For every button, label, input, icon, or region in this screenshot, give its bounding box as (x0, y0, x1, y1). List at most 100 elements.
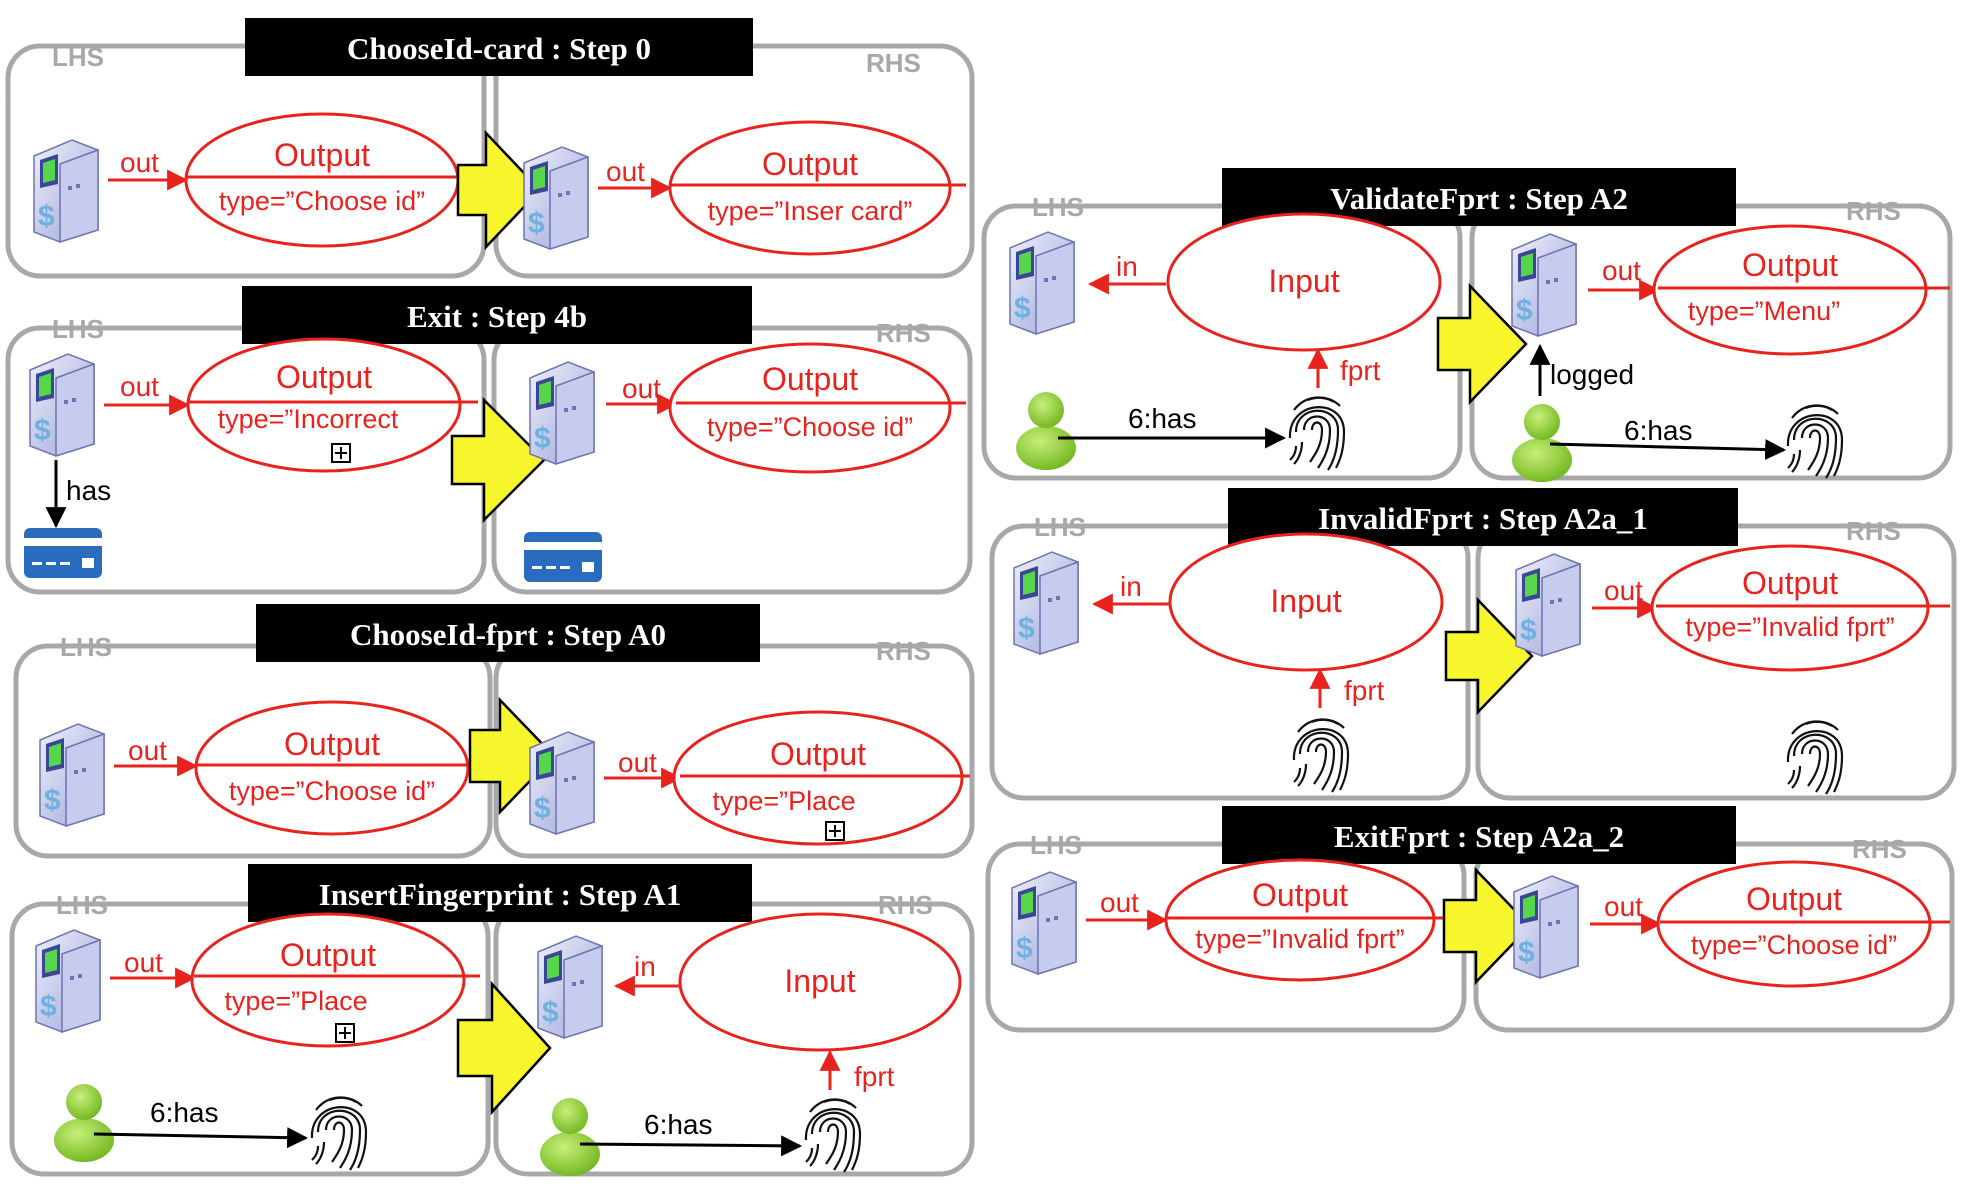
rule-exit: Exit : Step 4b LHS RHS out Output type=”… (5, 286, 973, 595)
card-icon (24, 528, 102, 578)
rewrite-arrow-icon (1444, 596, 1534, 716)
lhs-label: LHS (52, 42, 104, 72)
rewrite-arrow-icon (456, 129, 542, 251)
rhs-label: RHS (1846, 196, 1901, 226)
lhs-label: LHS (1030, 830, 1082, 860)
rule-invalid-fprt: InvalidFprt : Step A2a_1 LHS RHS in Inpu… (989, 488, 1957, 801)
node-label: Output (280, 937, 376, 973)
rule-title: ChooseId-card : Step 0 (347, 31, 651, 66)
node-attribute: type=”Place (224, 986, 367, 1016)
edge-label: out (1100, 887, 1139, 918)
node-label: Output (1746, 881, 1842, 917)
node-label: Output (1742, 247, 1838, 283)
rule-title-box (245, 18, 753, 76)
output-node (668, 342, 952, 474)
output-node (186, 337, 462, 473)
has-edge (93, 1127, 309, 1149)
edge-label: 6:has (1624, 415, 1693, 446)
node-attribute: type=”Invalid fprt” (1195, 924, 1404, 954)
output-node (1650, 544, 1930, 672)
lhs-label: LHS (52, 314, 104, 344)
edge-label: out (1604, 575, 1643, 606)
has-edge (579, 1135, 803, 1157)
edge-label: out (606, 156, 645, 187)
rule-title: ExitFprt : Step A2a_2 (1334, 819, 1624, 854)
rule-title: Exit : Step 4b (407, 299, 587, 334)
rule-title: ChooseId-fprt : Step A0 (350, 617, 666, 652)
node-label: Output (762, 361, 858, 397)
node-attribute: type=”Place (712, 786, 855, 816)
atm-icon (1511, 233, 1577, 337)
fingerprint-icon (1288, 396, 1346, 472)
lhs-label: LHS (60, 632, 112, 662)
node-label: Output (762, 146, 858, 182)
node-label: Input (1268, 263, 1339, 299)
output-node (668, 120, 952, 256)
edge-label: out (120, 147, 159, 178)
atm-icon (35, 929, 101, 1033)
edge-label: has (66, 475, 111, 506)
edge-label: out (128, 735, 167, 766)
person-icon (54, 1084, 114, 1162)
rewrite-arrow-icon (1442, 866, 1532, 986)
edge-label: in (1116, 251, 1138, 282)
output-node (190, 912, 466, 1048)
edge-label: out (1602, 255, 1641, 286)
rewrite-arrow-icon (468, 696, 556, 816)
atm-icon (1513, 875, 1579, 979)
atm-icon (1013, 551, 1079, 655)
node-attribute: type=”Invalid fprt” (1685, 612, 1894, 642)
atm-icon (523, 146, 589, 250)
node-label: Output (770, 736, 866, 772)
rule-exit-fprt: ExitFprt : Step A2a_2 LHS RHS out Output… (985, 806, 1955, 1033)
input-node (1168, 532, 1444, 672)
atm-icon (1515, 553, 1581, 657)
output-node (1652, 224, 1928, 356)
rewrite-arrow-icon (1436, 282, 1528, 406)
fingerprint-icon (804, 1098, 862, 1174)
node-attribute: type=”Incorrect (218, 404, 399, 434)
rhs-label: RHS (876, 318, 931, 348)
output-node (184, 112, 460, 248)
edge-label: out (618, 747, 657, 778)
edge-label: 6:has (1128, 403, 1197, 434)
rhs-label: RHS (1852, 834, 1907, 864)
atm-icon (1011, 871, 1077, 975)
lhs-label: LHS (1032, 192, 1084, 222)
node-attribute: type=”Choose id” (1691, 930, 1897, 960)
edge-label: out (622, 373, 661, 404)
edge-label: fprt (1344, 675, 1385, 706)
rule-insert-fingerprint: InsertFingerprint : Step A1 LHS RHS out … (9, 864, 975, 1177)
atm-icon (529, 731, 595, 835)
node-label: Output (1742, 565, 1838, 601)
fingerprint-icon (1786, 720, 1844, 796)
atm-icon (537, 935, 603, 1039)
rule-title: ValidateFprt : Step A2 (1330, 181, 1628, 216)
edge-label: fprt (854, 1061, 895, 1092)
node-label: Output (274, 137, 370, 173)
node-attribute: type=”Choose id” (707, 412, 913, 442)
lhs-label: LHS (1034, 512, 1086, 542)
rhs-label: RHS (866, 48, 921, 78)
node-label: Input (1270, 583, 1341, 619)
atm-icon (529, 361, 595, 465)
output-node (194, 700, 470, 836)
atm-icon (1009, 231, 1075, 335)
rewrite-arrow-icon (450, 396, 546, 524)
edge-label: out (1604, 891, 1643, 922)
rule-title-box (256, 604, 760, 662)
input-node (1166, 212, 1442, 352)
edge-label: out (120, 371, 159, 402)
rewrite-arrow-icon (456, 980, 552, 1116)
node-attribute: type=”Menu” (1688, 296, 1840, 326)
fingerprint-icon (1786, 404, 1844, 480)
node-label: Output (1252, 877, 1348, 913)
node-label: Input (784, 963, 855, 999)
node-attribute: type=”Choose id” (219, 186, 425, 216)
rule-title: InsertFingerprint : Step A1 (319, 877, 682, 912)
node-label: Output (276, 359, 372, 395)
rule-validate-fprt: ValidateFprt : Step A2 LHS RHS in Input … (981, 168, 1953, 482)
edge-label: in (634, 951, 656, 982)
